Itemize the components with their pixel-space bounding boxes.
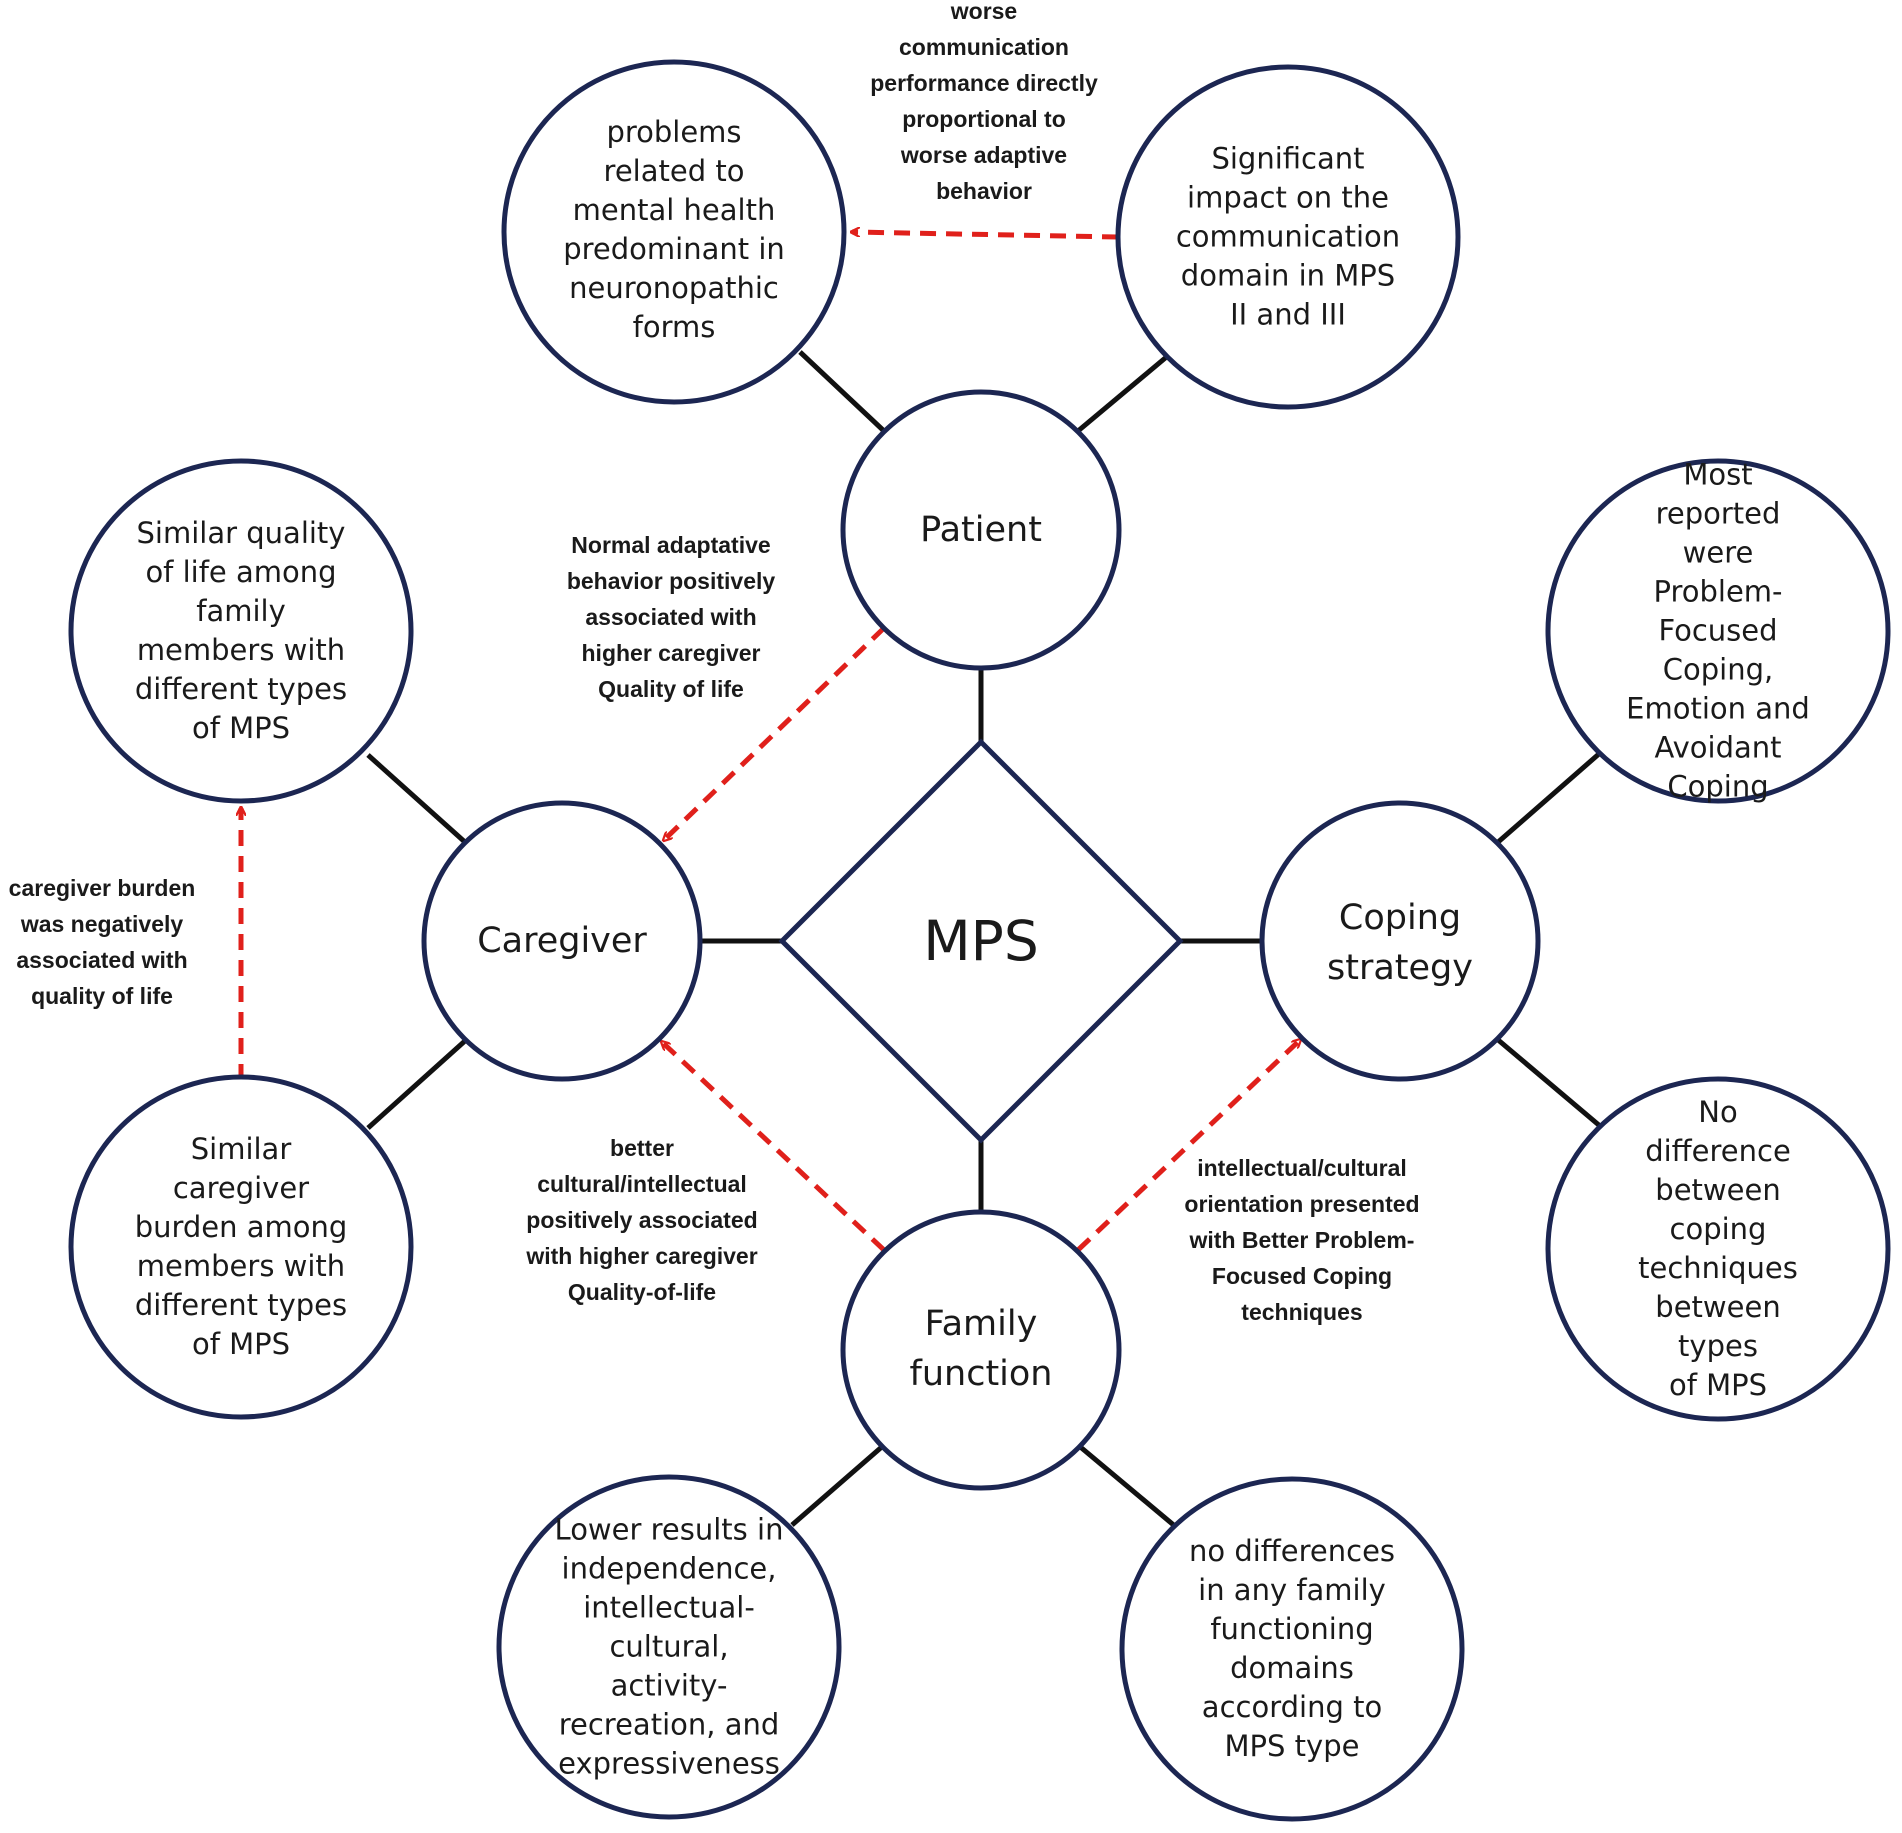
finding-circles — [68, 59, 1891, 1822]
mps-center-label: MPS — [923, 909, 1039, 973]
communication-finding: Significant impact on the communication … — [1175, 141, 1401, 332]
mental-health-finding: problems related to mental health predom… — [563, 115, 785, 344]
relation-communication-to-mental: worse communication performance directly… — [870, 0, 1098, 204]
coping-reported-circle — [1545, 458, 1891, 804]
patient-circle — [840, 389, 1122, 671]
coping-reported-finding: Most reported were Problem- Focused Copi… — [1626, 457, 1810, 804]
connector-family-nodiff — [1076, 1443, 1178, 1529]
caregiver-burden-circle — [68, 1074, 414, 1420]
connector-patient-mental — [798, 350, 886, 433]
coping-nodiff-circle — [1545, 1076, 1891, 1422]
connector-patient-communication — [1076, 352, 1172, 433]
coping-circle — [1259, 800, 1541, 1082]
family-nodiff-finding: no differences in any family functioning… — [1188, 1534, 1396, 1763]
mps-center-diamond — [778, 738, 1184, 1144]
caregiver-label: Caregiver — [477, 921, 647, 961]
arrow-communication-to-mental — [852, 232, 1119, 240]
patient-label: Patient — [920, 510, 1042, 550]
connector-coping-nodiff — [1495, 1037, 1602, 1128]
relation-family-to-coping: intellectual/cultural orientation presen… — [1184, 1155, 1420, 1325]
family-function-label: Family function — [909, 1304, 1053, 1394]
relation-patient-to-caregiver: Normal adaptative behavior positively as… — [566, 532, 776, 702]
caregiver-circle — [421, 800, 703, 1082]
caregiver-qol-finding: Similar quality of life among family mem… — [134, 516, 348, 745]
coping-strategy-label: Coping strategy — [1327, 898, 1473, 988]
mental-health-circle — [501, 59, 847, 405]
relation-family-to-caregiver: better cultural/intellectual positively … — [526, 1135, 758, 1305]
caregiver-qol-circle — [68, 458, 414, 804]
connectors — [366, 350, 1602, 1529]
connector-caregiver-burden — [366, 1038, 468, 1130]
family-nodiff-circle — [1119, 1476, 1465, 1822]
family-lower-circle — [496, 1474, 842, 1820]
hub-circles — [421, 389, 1541, 1491]
connector-family-lower — [790, 1443, 886, 1527]
communication-circle — [1115, 64, 1461, 410]
family-circle — [840, 1209, 1122, 1491]
caregiver-burden-finding: Similar caregiver burden among members w… — [134, 1132, 348, 1361]
coping-nodiff-finding: No difference between coping techniques … — [1638, 1095, 1798, 1402]
family-lower-finding: Lower results in independence, intellect… — [554, 1512, 784, 1781]
association-arrows — [241, 232, 1300, 1252]
connector-caregiver-qol — [366, 753, 468, 845]
relation-burden-to-qol: caregiver burden was negatively associat… — [8, 875, 196, 1009]
connector-coping-reported — [1495, 751, 1602, 845]
